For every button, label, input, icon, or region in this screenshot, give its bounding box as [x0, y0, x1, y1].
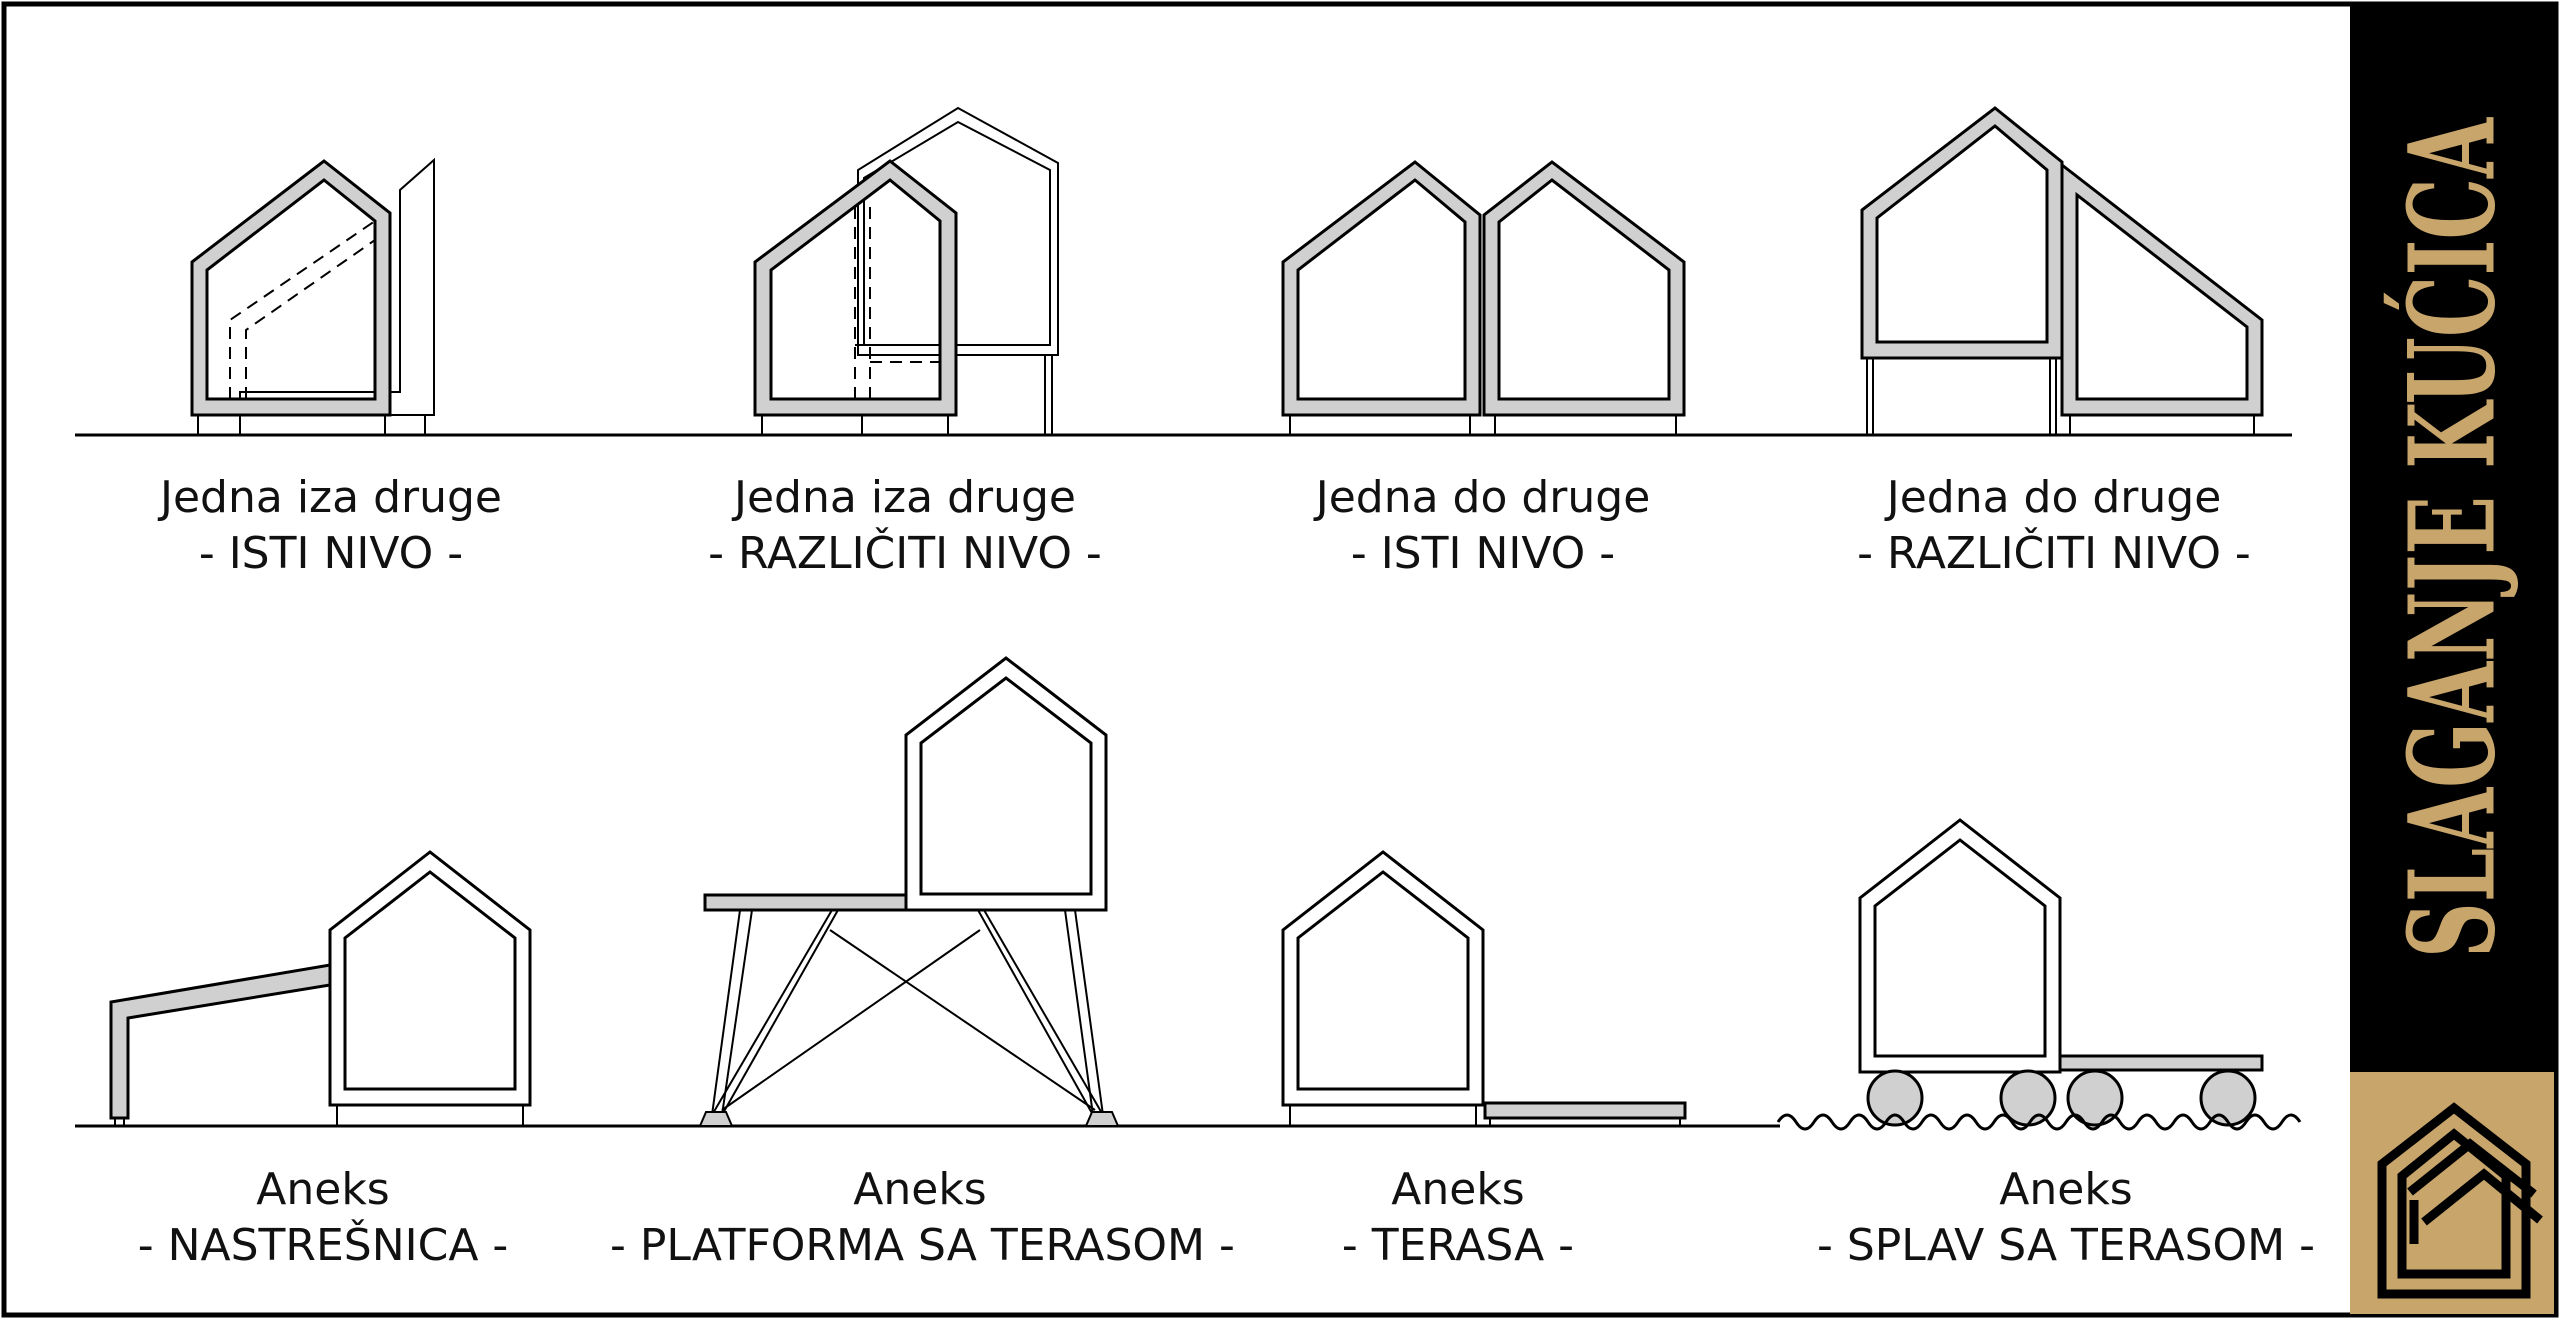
caption-subtitle: - RAZLIČITI NIVO -	[708, 528, 1102, 579]
caption-title: Aneks	[853, 1164, 987, 1215]
diagram-side-different-level	[1860, 106, 2264, 435]
caption-behind-different-level: Jedna iza druge - RAZLIČITI NIVO -	[595, 470, 1215, 582]
caption-title: Aneks	[1999, 1164, 2133, 1215]
caption-title: Aneks	[256, 1164, 390, 1215]
diagram-annex-raft-terrace	[1776, 818, 2302, 1131]
house-stack-logo-icon	[2350, 1072, 2554, 1314]
caption-annex-platform-terrace: Aneks - PLATFORMA SA TERASOM -	[610, 1162, 1235, 1274]
caption-title: Jedna do druge	[1315, 472, 1651, 523]
diagram-annex-canopy	[109, 850, 532, 1126]
brand-vertical-title: SLAGANJE KUĆICA	[2383, 117, 2522, 958]
caption-title: Jedna iza druge	[160, 472, 502, 523]
logo-house-icon	[2377, 1102, 2543, 1299]
diagram-behind-different-level	[753, 106, 1059, 435]
caption-title: Jedna iza druge	[734, 472, 1076, 523]
caption-behind-same-level: Jedna iza druge - ISTI NIVO -	[21, 470, 641, 582]
caption-title: Aneks	[1391, 1164, 1525, 1215]
caption-side-same-level: Jedna do druge - ISTI NIVO -	[1173, 470, 1793, 582]
diagram-behind-same-level	[190, 157, 435, 435]
caption-subtitle: - SPLAV SA TERASOM -	[1816, 1220, 2315, 1271]
brand-name: SLAGANJE KUĆICA	[2383, 117, 2522, 958]
diagram-side-same-level	[1281, 160, 1686, 435]
caption-subtitle: - RAZLIČITI NIVO -	[1857, 528, 2251, 579]
caption-subtitle: - ISTI NIVO -	[198, 528, 464, 579]
caption-annex-canopy: Aneks - NASTREŠNICA -	[13, 1162, 633, 1274]
diagram-annex-platform-terrace	[698, 656, 1120, 1127]
diagram-annex-terrace	[1281, 850, 1687, 1126]
caption-subtitle: - ISTI NIVO -	[1350, 528, 1616, 579]
caption-subtitle: - TERASA -	[1341, 1220, 1575, 1271]
caption-side-different-level: Jedna do druge - RAZLIČITI NIVO -	[1744, 470, 2364, 582]
caption-annex-terrace: Aneks - TERASA -	[1148, 1162, 1768, 1274]
brand-panel: SLAGANJE KUĆICA	[2350, 5, 2554, 1072]
caption-annex-raft-terrace: Aneks - SPLAV SA TERASOM -	[1756, 1162, 2376, 1274]
caption-subtitle: - NASTREŠNICA -	[137, 1220, 509, 1271]
caption-subtitle: - PLATFORMA SA TERASOM -	[610, 1220, 1235, 1271]
caption-title: Jedna do druge	[1886, 472, 2222, 523]
